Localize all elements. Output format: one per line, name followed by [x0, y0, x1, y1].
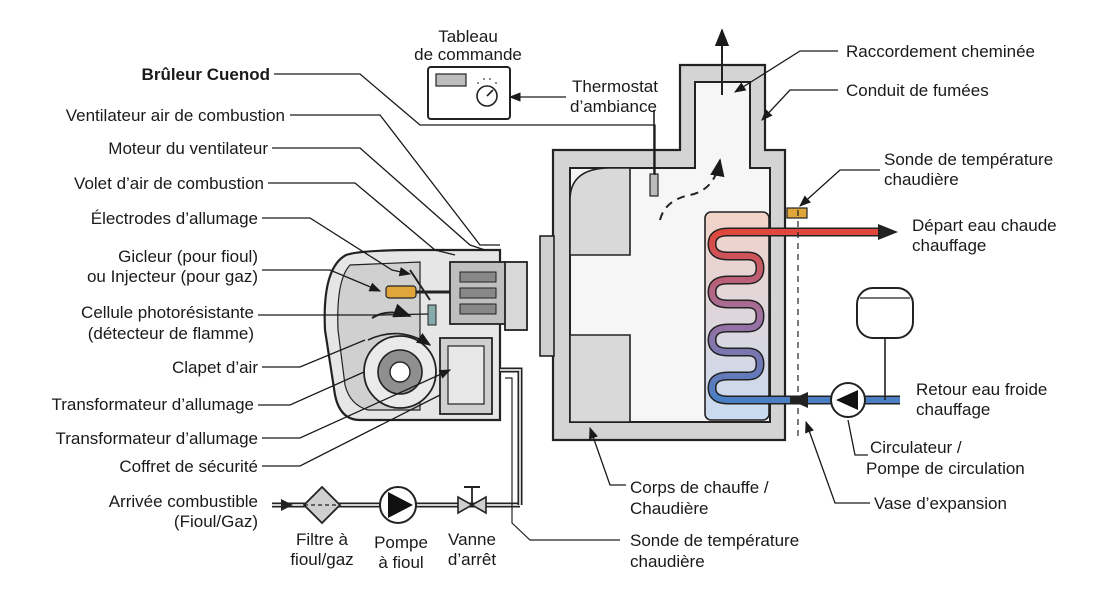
label-arrivee-2: (Fioul/Gaz) — [174, 512, 258, 531]
label-circulateur-2: Pompe de circulation — [866, 459, 1025, 478]
label-depart-2: chauffage — [912, 236, 986, 255]
burner-housing — [323, 248, 528, 422]
label-sonde-bas-2: chaudière — [630, 552, 705, 571]
label-pompe-1: Pompe — [374, 533, 428, 552]
label-cellule-1: Cellule photorésistante — [81, 303, 254, 322]
label-corps-1: Corps de chauffe / — [630, 478, 769, 497]
label-transfo-2: Transformateur d’allumage — [55, 429, 258, 448]
label-tableau-2: de commande — [414, 45, 522, 64]
control-panel — [427, 66, 511, 120]
label-vanne-1: Vanne — [448, 530, 496, 549]
label-sonde-bas-1: Sonde de température — [630, 531, 799, 550]
label-arrivee-1: Arrivée combustible — [109, 492, 258, 511]
label-bruleur: Brûleur Cuenod — [142, 65, 270, 84]
label-gicleur-1: Gicleur (pour fioul) — [118, 247, 258, 266]
label-coffret: Coffret de sécurité — [119, 457, 258, 476]
circulator-pump — [830, 382, 866, 418]
label-vanne-2: d’arrêt — [448, 550, 496, 569]
label-transfo-1: Transformateur d’allumage — [51, 395, 254, 414]
hot-water-pipe — [790, 224, 898, 240]
label-clapet: Clapet d’air — [172, 358, 258, 377]
label-ventilateur: Ventilateur air de combustion — [66, 106, 285, 125]
label-moteur: Moteur du ventilateur — [108, 139, 268, 158]
label-raccordement: Raccordement cheminée — [846, 42, 1035, 61]
leader-lines — [258, 50, 880, 504]
label-sonde-haut-1: Sonde de température — [884, 150, 1053, 169]
label-filtre-2: fioul/gaz — [290, 550, 353, 569]
label-pompe-2: à fioul — [378, 553, 423, 572]
expansion-vessel — [856, 287, 914, 400]
label-electrodes: Électrodes d’allumage — [91, 209, 258, 228]
boiler-body — [539, 28, 808, 442]
label-gicleur-2: ou Injecteur (pour gaz) — [87, 267, 258, 286]
fuel-line — [272, 367, 620, 541]
label-thermostat-1: Thermostat — [572, 77, 658, 96]
label-cellule-2: (détecteur de flamme) — [88, 324, 254, 343]
label-tableau-1: Tableau — [438, 27, 498, 46]
label-thermostat-2: d’ambiance — [570, 97, 657, 116]
label-volet: Volet d’air de combustion — [74, 174, 264, 193]
label-sonde-haut-2: chaudière — [884, 170, 959, 189]
label-vase: Vase d’expansion — [874, 494, 1007, 513]
label-circulateur-1: Circulateur / — [870, 438, 962, 457]
label-filtre-1: Filtre à — [296, 530, 349, 549]
labels: Tableau de commande Brûleur Cuenod Venti… — [51, 27, 1056, 572]
label-depart-1: Départ eau chaude — [912, 216, 1057, 235]
label-retour-1: Retour eau froide — [916, 380, 1047, 399]
label-corps-2: Chaudière — [630, 499, 708, 518]
label-conduit: Conduit de fumées — [846, 81, 989, 100]
label-retour-2: chauffage — [916, 400, 990, 419]
